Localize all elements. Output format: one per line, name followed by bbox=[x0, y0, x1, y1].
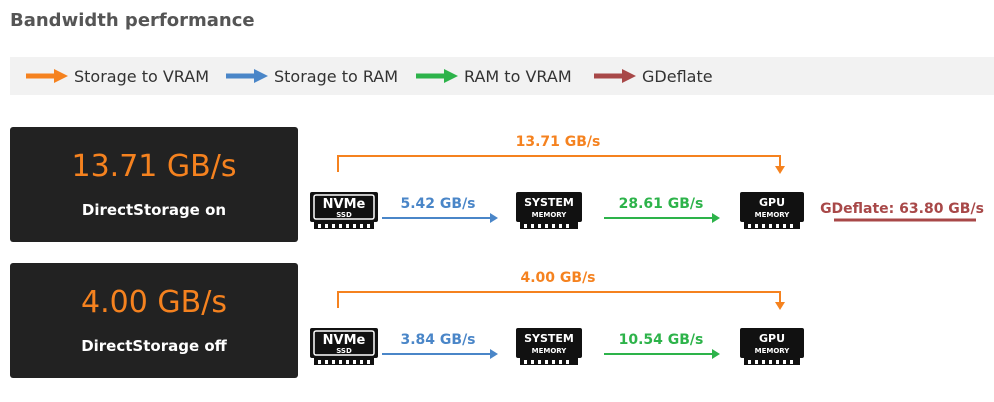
system-line2: MEMORY bbox=[532, 347, 568, 355]
nvme-line1: NVMe bbox=[323, 197, 366, 212]
total-bandwidth-value: 4.00 GB/s bbox=[81, 285, 227, 320]
storage-to-vram-arrowhead bbox=[775, 166, 785, 174]
storage-to-ram-value: 5.42 GB/s bbox=[400, 196, 475, 212]
gdeflate-value: GDeflate: 63.80 GB/s bbox=[820, 201, 984, 217]
legend-label: Storage to VRAM bbox=[74, 66, 209, 86]
gpu-memory-icon: GPU MEMORY bbox=[740, 192, 804, 229]
storage-to-ram-arrowhead bbox=[490, 213, 498, 223]
storage-to-vram-value: 13.71 GB/s bbox=[516, 134, 601, 150]
legend-label: Storage to RAM bbox=[274, 66, 399, 86]
nvme-line2: SSD bbox=[336, 211, 352, 219]
legend-item-storage-to-ram: Storage to RAM bbox=[226, 57, 398, 95]
nvme-ssd-icon: NVMe SSD bbox=[310, 192, 378, 229]
storage-to-vram-arrowhead bbox=[775, 302, 785, 310]
nvme-line1: NVMe bbox=[323, 333, 366, 348]
storage-to-vram-value: 4.00 GB/s bbox=[520, 270, 595, 286]
mode-label: DirectStorage off bbox=[81, 337, 227, 355]
legend-item-gdeflate: GDeflate bbox=[594, 57, 713, 95]
legend-label: RAM to VRAM bbox=[464, 66, 572, 86]
nvme-ssd-icon: NVMe SSD bbox=[310, 328, 378, 365]
gpu-line2: MEMORY bbox=[755, 211, 791, 219]
mode-label: DirectStorage on bbox=[81, 201, 227, 219]
system-line1: SYSTEM bbox=[524, 196, 574, 209]
green-arrow-icon bbox=[416, 69, 458, 83]
legend-item-storage-to-vram: Storage to VRAM bbox=[26, 57, 209, 95]
gpu-line2: MEMORY bbox=[755, 347, 791, 355]
gpu-line1: GPU bbox=[759, 332, 785, 345]
system-memory-icon: SYSTEM MEMORY bbox=[516, 192, 582, 229]
red-arrow-icon bbox=[594, 69, 636, 83]
directstorage-on-card: 13.71 GB/s DirectStorage on bbox=[10, 127, 298, 242]
storage-to-ram-arrowhead bbox=[490, 349, 498, 359]
system-line1: SYSTEM bbox=[524, 332, 574, 345]
blue-arrow-icon bbox=[226, 69, 268, 83]
flow-diagram-off: 4.00 GB/s NVMe SSD 3.84 GB/s SYSTEM MEMO… bbox=[310, 270, 804, 365]
legend: Storage to VRAM Storage to RAM RAM to VR… bbox=[10, 57, 994, 95]
orange-arrow-icon bbox=[26, 69, 68, 83]
nvme-line2: SSD bbox=[336, 347, 352, 355]
legend-item-ram-to-vram: RAM to VRAM bbox=[416, 57, 572, 95]
legend-label: GDeflate bbox=[642, 66, 713, 86]
flow-diagram-on: 13.71 GB/s NVMe SSD 5.42 GB/s SYSTEM MEM… bbox=[310, 134, 984, 229]
total-bandwidth-value: 13.71 GB/s bbox=[71, 149, 237, 184]
ram-to-vram-arrowhead bbox=[712, 349, 720, 359]
directstorage-off-card: 4.00 GB/s DirectStorage off bbox=[10, 263, 298, 378]
gpu-line1: GPU bbox=[759, 196, 785, 209]
storage-to-vram-arrow bbox=[337, 291, 781, 308]
gpu-memory-icon: GPU MEMORY bbox=[740, 328, 804, 365]
storage-to-ram-value: 3.84 GB/s bbox=[400, 332, 475, 348]
system-memory-icon: SYSTEM MEMORY bbox=[516, 328, 582, 365]
ram-to-vram-value: 28.61 GB/s bbox=[619, 196, 704, 212]
system-line2: MEMORY bbox=[532, 211, 568, 219]
ram-to-vram-arrowhead bbox=[712, 213, 720, 223]
storage-to-vram-arrow bbox=[337, 155, 781, 172]
page-title: Bandwidth performance bbox=[10, 10, 255, 31]
ram-to-vram-value: 10.54 GB/s bbox=[619, 332, 704, 348]
